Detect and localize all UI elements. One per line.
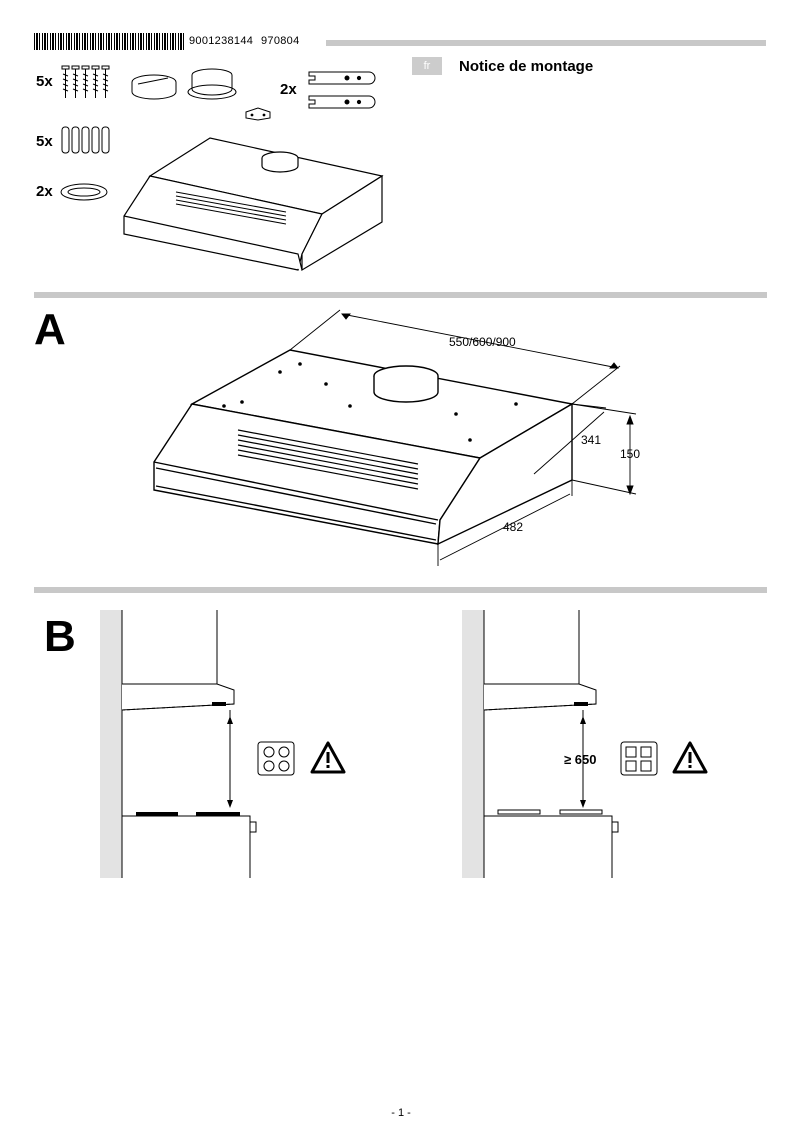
date-code: 970804 <box>261 35 300 47</box>
hood-preview-illustration <box>123 137 384 272</box>
page-number: - 1 - <box>391 1107 411 1119</box>
barcode <box>34 33 184 50</box>
depth-top-dimension: 341 <box>581 433 602 447</box>
install-electric-hob-drawing <box>100 610 257 878</box>
dowels-illustration <box>61 126 110 154</box>
min-distance-label: ≥ 650 <box>564 752 597 767</box>
section-b-rule <box>34 587 767 593</box>
gas-hob-icon <box>620 741 658 776</box>
hood-dimension-drawing <box>153 309 637 566</box>
section-a-letter: A <box>34 305 66 354</box>
document-title: Notice de montage <box>459 58 594 75</box>
screws-qty: 5x <box>36 73 53 90</box>
brackets-illustration <box>308 71 376 109</box>
section-a-rule <box>34 292 767 298</box>
warning-icon <box>310 741 346 774</box>
section-b-letter: B <box>44 612 76 661</box>
width-dimension: 550/600/900 <box>449 335 516 349</box>
screws-illustration <box>61 65 110 98</box>
language-tag: fr <box>412 57 442 75</box>
plug-illustration <box>60 183 108 201</box>
header-rule <box>326 40 766 46</box>
install-gas-hob-drawing <box>462 610 619 878</box>
depth-bottom-dimension: 482 <box>503 520 524 534</box>
damper-illustration <box>131 74 177 100</box>
flange-illustration <box>187 68 237 100</box>
product-code: 9001238144 <box>189 35 254 47</box>
height-dimension: 150 <box>620 447 641 461</box>
brackets-qty: 2x <box>280 81 297 98</box>
electric-hob-icon <box>257 741 295 776</box>
plugs-qty: 2x <box>36 183 53 200</box>
warning-icon <box>672 741 708 774</box>
dowels-qty: 5x <box>36 133 53 150</box>
bracket-small-illustration <box>245 107 271 121</box>
